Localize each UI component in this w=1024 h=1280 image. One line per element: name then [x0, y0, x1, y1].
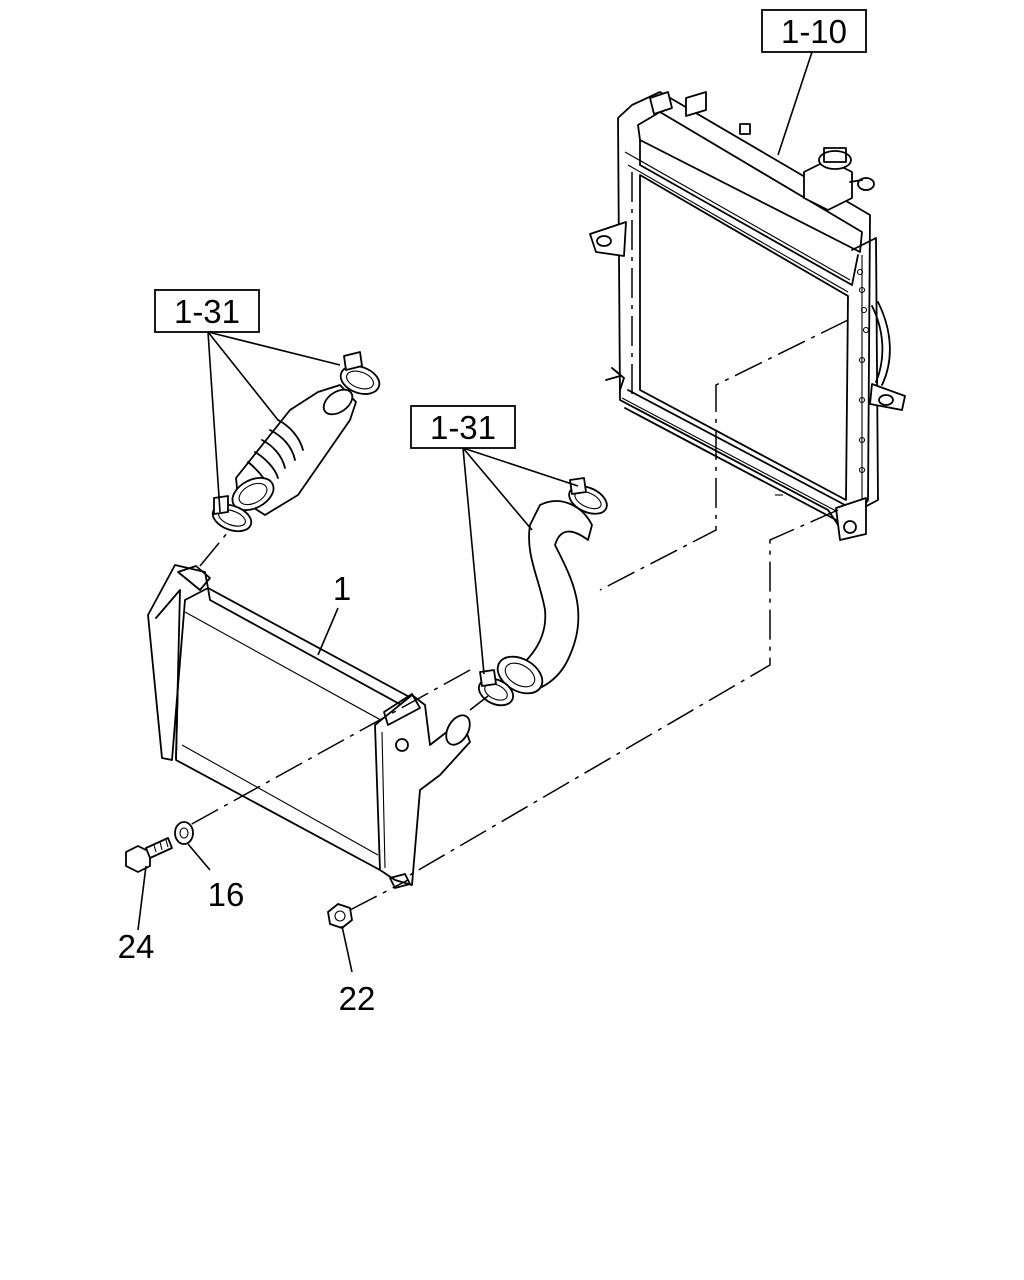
lower-hose-clamp-top [568, 477, 608, 515]
ref-box-lower-hose: 1-31 [410, 405, 516, 449]
bolt [125, 837, 173, 873]
ref-label-upper-hose: 1-31 [174, 293, 240, 330]
callout-washer: 16 [208, 876, 245, 913]
lower-hose-clamp-bottom [478, 669, 514, 707]
nut [327, 903, 353, 929]
leader-lines [137, 51, 813, 973]
ref-label-radiator: 1-10 [781, 13, 847, 50]
radiator [589, 91, 906, 541]
washer [174, 821, 194, 845]
callout-nut: 22 [339, 980, 376, 1017]
lower-hose [496, 500, 593, 695]
upper-hose-clamp-top [339, 351, 381, 395]
ref-label-lower-hose: 1-31 [430, 409, 496, 446]
callout-intercooler: 1 [333, 570, 351, 607]
intercooler [147, 564, 471, 889]
ref-box-radiator: 1-10 [761, 9, 867, 53]
upper-hose-clamp-bottom [211, 495, 253, 533]
upper-hose [231, 384, 357, 516]
assembly-lines [189, 319, 849, 911]
ref-box-upper-hose: 1-31 [154, 289, 260, 333]
callout-bolt: 24 [118, 928, 155, 965]
